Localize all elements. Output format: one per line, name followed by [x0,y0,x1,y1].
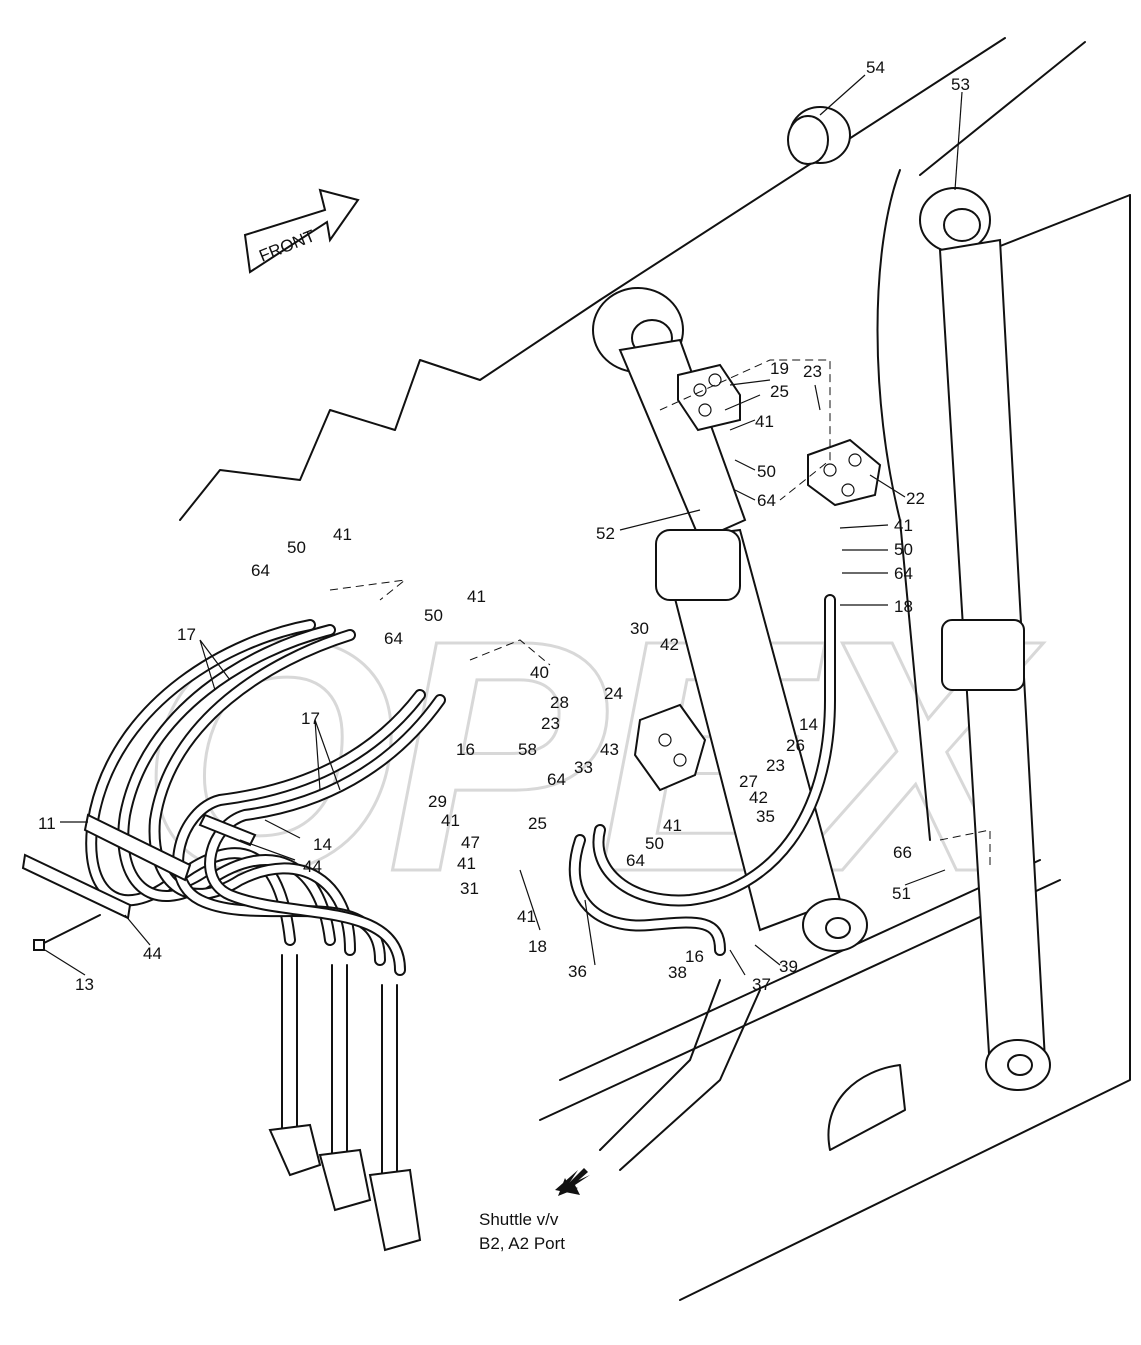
callout-42: 42 [749,788,768,807]
callout-22: 22 [906,489,925,508]
callout-50: 50 [424,606,443,625]
callout-36: 36 [568,962,587,981]
callout-41: 41 [894,516,913,535]
callout-47: 47 [461,833,480,852]
callout-53: 53 [951,75,970,94]
callout-58: 58 [518,740,537,759]
callout-25: 25 [770,382,789,401]
callout-29: 29 [428,792,447,811]
clamp-bars [21,813,257,920]
valve-block [633,703,707,792]
callout-41: 41 [755,412,774,431]
callout-41: 41 [663,816,682,835]
callout-31: 31 [460,879,479,898]
callout-44: 44 [303,857,322,876]
shuttle-arrow-icon [555,1168,590,1196]
boom-structure [179,37,1131,1301]
callout-17: 17 [301,709,320,728]
center-cylinder-52 [592,287,868,952]
callout-41: 41 [333,525,352,544]
shuttle-valve-lines [268,954,422,1252]
callout-38: 38 [668,963,687,982]
callout-41: 41 [457,854,476,873]
callout-37: 37 [752,975,771,994]
callout-33: 33 [574,758,593,777]
front-arrow-icon: FRONT [243,188,360,274]
callout-18: 18 [528,937,547,956]
callout-52: 52 [596,524,615,543]
callout-39: 39 [779,957,798,976]
callout-27: 27 [739,772,758,791]
callout-42: 42 [660,635,679,654]
dashed-reference-lines [329,359,991,870]
note-line-1: Shuttle v/v [479,1210,559,1229]
bracket-19 [677,363,741,432]
callout-44: 44 [143,944,162,963]
callout-54: 54 [866,58,885,77]
callout-43: 43 [600,740,619,759]
hose-36 [568,834,726,956]
callout-40: 40 [530,663,549,682]
callout-13: 13 [75,975,94,994]
shuttle-valve-note: Shuttle v/v B2, A2 Port [479,1210,565,1253]
hose-18 [592,594,836,907]
callout-24: 24 [604,684,623,703]
callout-41: 41 [441,811,460,830]
callout-19: 19 [770,359,789,378]
callout-23: 23 [766,756,785,775]
right-cylinder [938,238,1051,1091]
callout-16: 16 [456,740,475,759]
callout-50: 50 [894,540,913,559]
callout-50: 50 [645,834,664,853]
callout-50: 50 [757,462,776,481]
callout-23: 23 [803,362,822,381]
cylinder-pin-53 [919,187,991,253]
boom-pin-54 [787,106,851,165]
callout-25: 25 [528,814,547,833]
callout-64: 64 [384,629,403,648]
callout-64: 64 [547,770,566,789]
callout-11: 11 [38,814,56,833]
callout-14: 14 [799,715,818,734]
callout-28: 28 [550,693,569,712]
leader-lines [44,74,963,976]
note-line-2: B2, A2 Port [479,1234,565,1253]
callout-26: 26 [786,736,805,755]
callout-64: 64 [894,564,913,583]
callout-labels: 54 53 19 25 23 41 50 64 22 52 41 50 64 1… [38,58,970,994]
callout-23: 23 [541,714,560,733]
callout-66: 66 [893,843,912,862]
callout-16: 16 [685,947,704,966]
callout-50: 50 [287,538,306,557]
callout-35: 35 [756,807,775,826]
callout-17: 17 [177,625,196,644]
callout-64: 64 [251,561,270,580]
callout-30: 30 [630,619,649,638]
callout-18: 18 [894,597,913,616]
hose-bundle-17 [85,619,446,976]
bolt-13 [33,914,101,951]
callout-41: 41 [517,907,536,926]
callout-51: 51 [892,884,911,903]
bracket-22 [807,438,882,507]
callout-64: 64 [757,491,776,510]
callout-14: 14 [313,835,332,854]
callout-64: 64 [626,851,645,870]
callout-41: 41 [467,587,486,606]
